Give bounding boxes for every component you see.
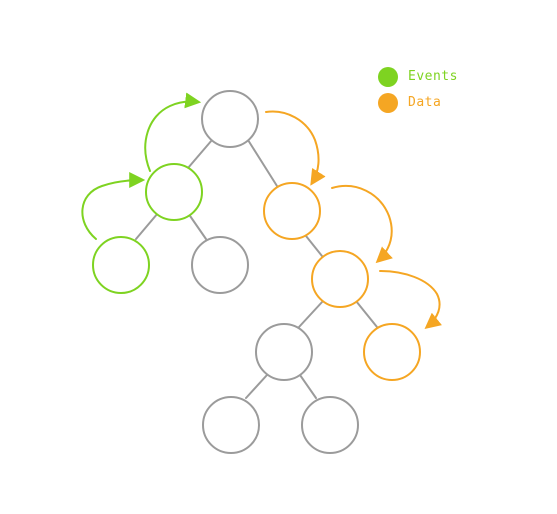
events-arrow-lower <box>81 172 146 240</box>
edge-mid-left <box>298 300 324 328</box>
edge-root-left <box>187 139 213 169</box>
neutral-node-level2 <box>191 236 249 294</box>
data-legend-dot <box>378 92 398 113</box>
events-node-level2 <box>92 236 150 294</box>
legend-item-events: Events <box>378 64 528 89</box>
edge-bottom-left <box>245 374 268 399</box>
edge-bottom-right <box>299 374 317 399</box>
data-arrow-middle <box>331 185 393 264</box>
leaf-node-bottom-right <box>301 396 359 454</box>
data-arrow-bottom <box>379 270 442 330</box>
edge-left-rightleaf <box>187 212 207 240</box>
events-arrow-upper <box>144 92 202 172</box>
events-legend-dot <box>378 66 398 87</box>
edge-left-leftleaf <box>135 212 159 240</box>
data-node-level1 <box>263 182 321 240</box>
data-legend-label: Data <box>408 94 442 110</box>
events-node-level1 <box>145 163 203 221</box>
legend: Events Data <box>378 64 528 116</box>
data-node-level2 <box>311 250 369 308</box>
edge-right-child <box>305 235 323 257</box>
edge-mid-right <box>355 300 378 328</box>
leaf-node-bottom-left <box>202 396 260 454</box>
events-legend-label: Events <box>408 68 458 84</box>
root-node <box>201 90 259 148</box>
data-arrow-top <box>265 110 326 186</box>
edge-root-right <box>247 139 278 187</box>
data-node-level3-right <box>363 323 421 381</box>
legend-item-data: Data <box>378 90 528 115</box>
neutral-node-level3-left <box>255 323 313 381</box>
